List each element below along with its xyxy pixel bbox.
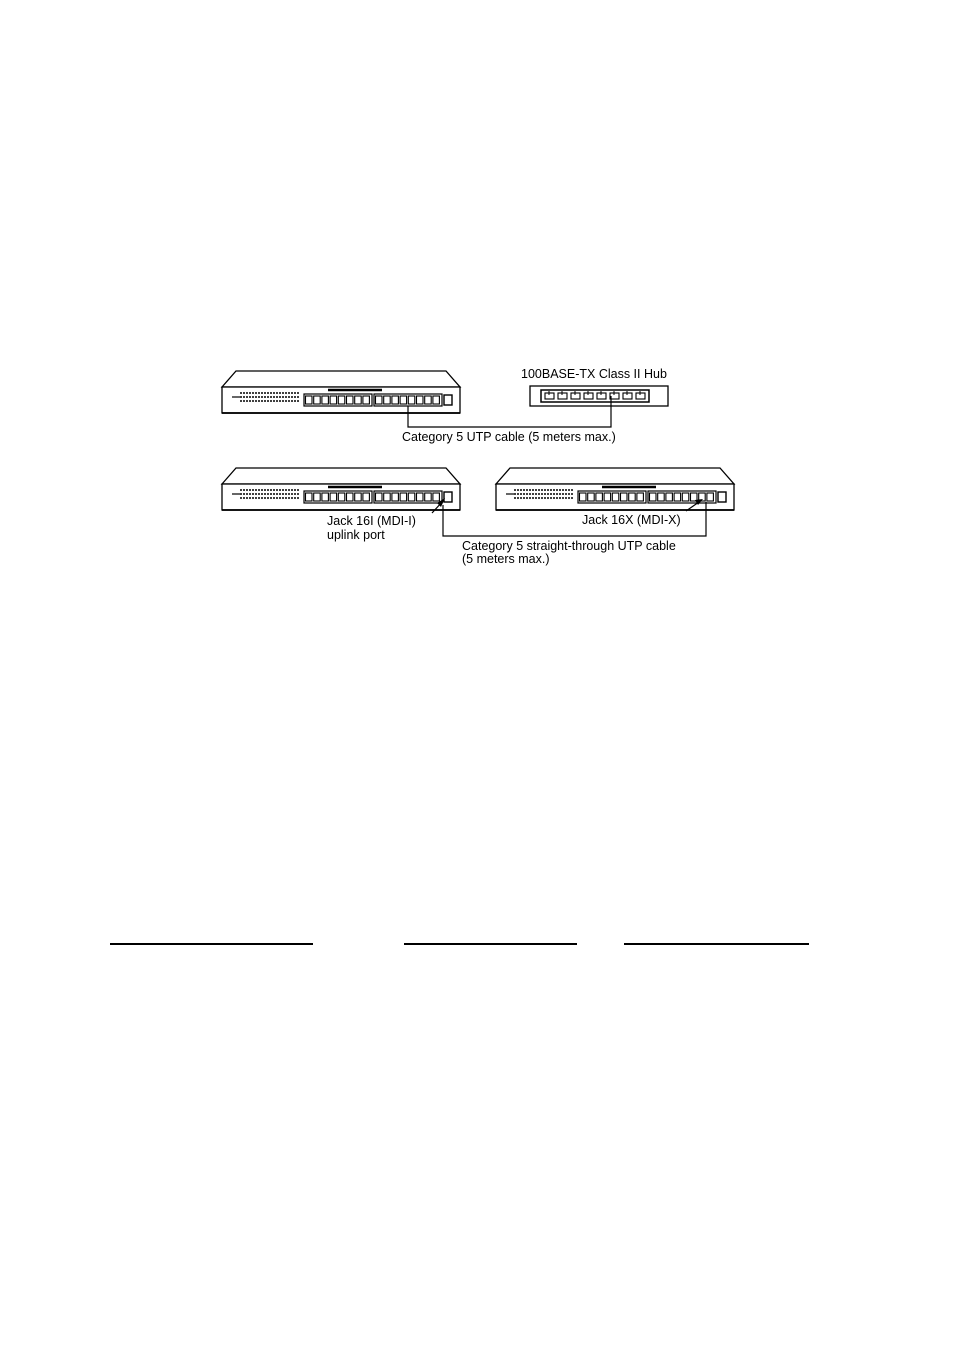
- switch-bottom-left: [220, 467, 462, 511]
- cable1-label: Category 5 UTP cable (5 meters max.): [402, 430, 616, 444]
- arrow-jack-16x: [685, 499, 703, 512]
- cable-switch-to-switch: [442, 502, 707, 537]
- hub-label: 100BASE-TX Class II Hub: [521, 367, 667, 381]
- hub-device: [529, 385, 669, 407]
- jack-16x-label: Jack 16X (MDI-X): [582, 513, 681, 527]
- switch-bottom-right: [494, 467, 736, 511]
- cable-switch-to-hub: [407, 396, 612, 428]
- jack-16i-label: Jack 16I (MDI-I): [327, 514, 416, 528]
- footer-rule-middle: [404, 943, 577, 945]
- footer-rule-left: [110, 943, 313, 945]
- arrow-jack-16i: [431, 498, 445, 514]
- uplink-port-label: uplink port: [327, 528, 385, 542]
- cable2-length-label: (5 meters max.): [462, 552, 550, 566]
- cable2-label: Category 5 straight-through UTP cable: [462, 539, 676, 553]
- switch-top: [220, 370, 462, 414]
- footer-rule-right: [624, 943, 809, 945]
